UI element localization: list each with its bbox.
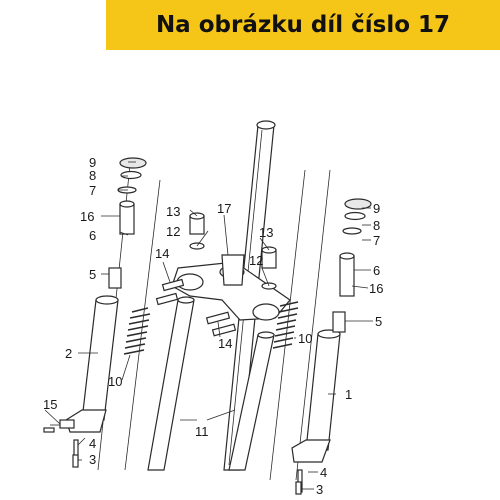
label-9-left: 9 (89, 155, 96, 170)
label-4-left: 4 (89, 436, 96, 451)
bottom-bolts (43, 427, 302, 495)
label-7-right: 7 (373, 233, 380, 248)
label-1: 1 (345, 387, 352, 402)
label-12-right: 12 (249, 253, 263, 268)
right-small-parts (332, 198, 372, 333)
label-4-right: 4 (320, 465, 327, 480)
label-12-left: 12 (166, 224, 180, 239)
leader-lines (44, 161, 373, 490)
label-11: 11 (195, 424, 209, 439)
label-13-right: 13 (259, 225, 273, 240)
fork-springs (123, 301, 299, 355)
label-5-left: 5 (89, 267, 96, 282)
label-10-right: 10 (298, 331, 312, 346)
label-14-left: 14 (155, 246, 169, 261)
label-2: 2 (65, 346, 72, 361)
page-title: Na obrázku díl číslo 17 (155, 12, 451, 38)
right-fork-leg (291, 329, 341, 493)
part-labels: 9 8 7 16 6 5 2 10 15 4 3 13 12 17 14 14 … (43, 155, 383, 497)
header-banner: Na obrázku díl číslo 17 (106, 0, 500, 50)
label-10-left: 10 (108, 374, 122, 389)
label-15: 15 (43, 397, 57, 412)
label-16-right: 16 (369, 281, 383, 296)
inner-fork-tubes (147, 296, 275, 471)
label-5-right: 5 (375, 314, 382, 329)
clamp-bolts (155, 278, 237, 337)
label-14-right: 14 (218, 336, 232, 351)
label-3-right: 3 (316, 482, 323, 497)
label-17: 17 (217, 201, 231, 216)
label-9-right: 9 (373, 201, 380, 216)
label-7-left: 7 (89, 183, 96, 198)
label-8-right: 8 (373, 218, 380, 233)
label-8-left: 8 (89, 168, 96, 183)
label-13-left: 13 (166, 204, 180, 219)
left-fork-leg (50, 295, 119, 461)
label-16-left: 16 (80, 209, 94, 224)
left-small-parts (108, 157, 147, 289)
label-6-right: 6 (373, 263, 380, 278)
label-3-left: 3 (89, 452, 96, 467)
label-6-left: 6 (89, 228, 96, 243)
